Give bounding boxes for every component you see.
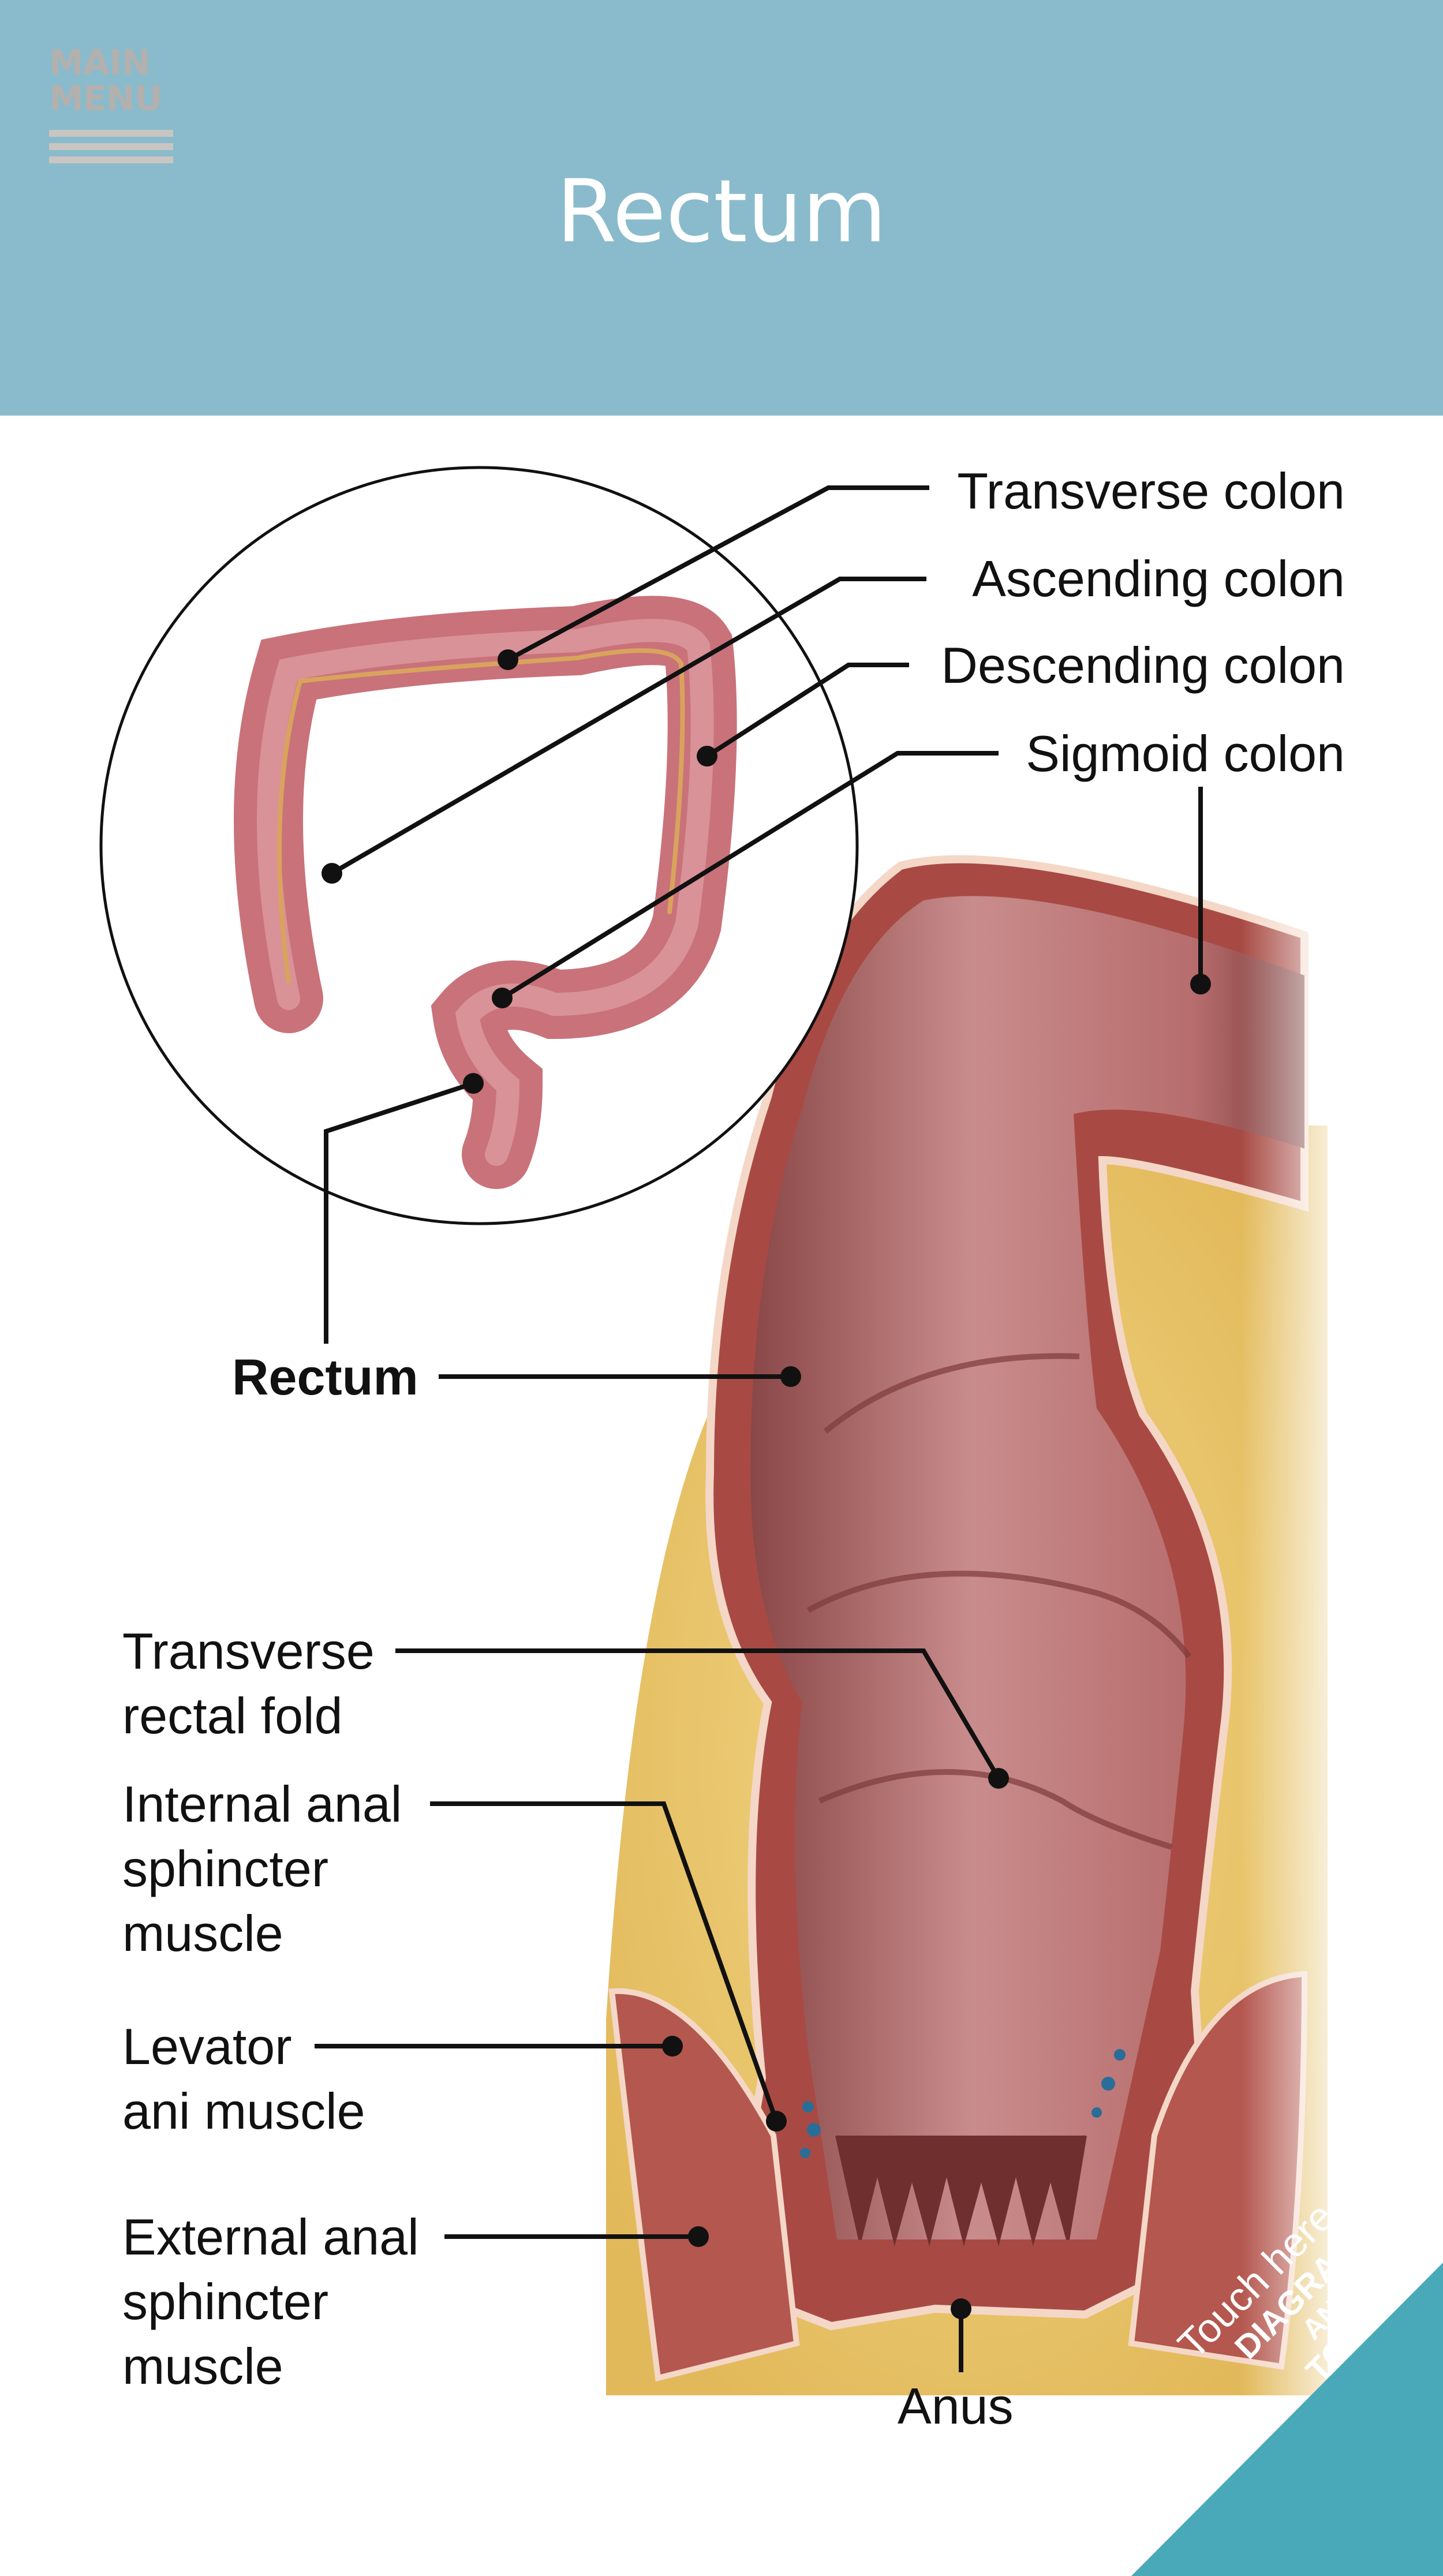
menu-label-line-2: MENU (49, 78, 162, 119)
label-line: Internal anal (122, 1772, 402, 1837)
label-transverse-colon: Transverse colon (577, 459, 1345, 524)
menu-icon-line-2 (49, 143, 173, 150)
header-bar: MAIN MENU Rectum (0, 0, 1443, 416)
menu-label-line-1: MAIN (49, 43, 150, 83)
label-line: muscle (122, 2334, 419, 2399)
label-line: ani muscle (122, 2079, 365, 2144)
label-line: Levator (122, 2014, 365, 2079)
label-external-anal-sphincter: External anal sphincter muscle (122, 2205, 419, 2399)
label-line: rectal fold (122, 1684, 375, 1748)
label-transverse-rectal-fold: Transverse rectal fold (122, 1619, 375, 1748)
label-sigmoid-colon: Sigmoid colon (577, 721, 1345, 786)
menu-icon-line-1 (49, 130, 173, 137)
label-rectum: Rectum (232, 1345, 418, 1409)
label-internal-anal-sphincter: Internal anal sphincter muscle (122, 1772, 402, 1966)
main-menu-label: MAIN MENU (49, 45, 182, 117)
label-anus: Anus (898, 2374, 1014, 2439)
label-descending-colon: Descending colon (577, 633, 1345, 698)
label-line: sphincter (122, 1837, 402, 1901)
label-levator-ani: Levator ani muscle (122, 2014, 365, 2144)
label-line: External anal (122, 2205, 419, 2270)
label-line: Transverse (122, 1619, 375, 1684)
label-line: sphincter (122, 2270, 419, 2334)
label-line: muscle (122, 1901, 402, 1966)
label-ascending-colon: Ascending colon (577, 547, 1345, 611)
page-title: Rectum (0, 160, 1443, 264)
